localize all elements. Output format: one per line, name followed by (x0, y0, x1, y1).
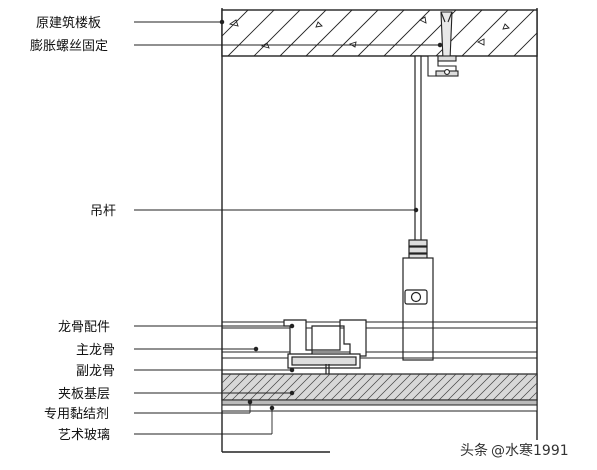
watermark-handle: @水寒1991 (491, 442, 569, 459)
hatch-line (279, 10, 327, 56)
hatch-line (339, 374, 367, 400)
hatch-line (438, 374, 466, 400)
hatch-line (402, 374, 430, 400)
hatch-line (540, 10, 586, 56)
hatch-line (222, 374, 223, 375)
label-main-keel: 主龙骨 (76, 343, 115, 358)
hatch-line (357, 10, 405, 56)
hatch-line (566, 10, 597, 56)
hatch-line (465, 374, 493, 400)
hatch-line (366, 374, 394, 400)
hatch-line (330, 374, 358, 400)
hatch-line (222, 374, 250, 400)
label-adhesive: 专用黏结剂 (44, 406, 109, 422)
hatch-line (312, 374, 340, 400)
label-rod: 吊杆 (90, 204, 116, 219)
hatch-line (294, 374, 322, 400)
hatch-line (393, 374, 421, 400)
hatch-line (305, 10, 353, 56)
hatch-line (519, 382, 537, 400)
labels: 原建筑楼板 膨胀螺丝固定 吊杆 龙骨配件 主龙骨 副龙骨 夹板基层 专用黏结剂 … (30, 15, 116, 443)
hatch-line (556, 374, 582, 400)
hatch-line (249, 374, 277, 400)
hatch-line (348, 374, 376, 400)
hatch-line (285, 374, 313, 400)
sub-keel (287, 353, 361, 402)
label-glass: 艺术玻璃 (58, 428, 110, 443)
watermark-prefix: 头条 (460, 442, 488, 459)
hatch-line (303, 374, 331, 400)
hatch-line (321, 374, 349, 400)
hatch-line (461, 10, 509, 56)
hatch-line (276, 374, 304, 400)
adhesive-layer (221, 399, 538, 406)
label-bolt: 膨胀螺丝固定 (30, 39, 108, 54)
hatch-line (253, 10, 301, 56)
hatch-line (357, 374, 385, 400)
hatch-line (222, 10, 249, 37)
label-base-board: 夹板基层 (58, 387, 110, 402)
hatch-line (447, 374, 475, 400)
hatch-line (420, 374, 448, 400)
hatch-line (456, 374, 484, 400)
hatch-line (411, 374, 439, 400)
hatch-line (231, 374, 259, 400)
label-connector: 龙骨配件 (58, 320, 110, 335)
label-slab: 原建筑楼板 (36, 15, 101, 31)
hatch-line (501, 374, 529, 400)
hatch-line (222, 374, 241, 393)
hatch-line (267, 374, 295, 400)
hatch-line (258, 374, 286, 400)
hatch-line (222, 10, 223, 11)
leader-lines (134, 19, 443, 435)
hatch-line (528, 391, 537, 400)
hatch-line (227, 10, 275, 56)
plywood-base-board (221, 373, 582, 401)
hatch-line (384, 374, 412, 400)
art-glass-layer (221, 404, 538, 412)
main-keel (222, 321, 537, 359)
aggregate-marks (228, 16, 510, 49)
hatch-line (240, 374, 268, 400)
hatch-line (331, 10, 379, 56)
hatch-line (492, 374, 520, 400)
hatch-line (487, 10, 535, 56)
expansion-bolt (427, 11, 459, 77)
hatch-line (510, 374, 537, 400)
hatch-line (547, 374, 573, 400)
label-sub-keel: 副龙骨 (76, 364, 115, 379)
hatch-line (375, 374, 403, 400)
hatch-line (513, 32, 537, 56)
hatch-line (474, 374, 502, 400)
concrete-slab (221, 9, 597, 57)
hatch-line (429, 374, 457, 400)
hatch-line (383, 10, 431, 56)
hanger-rod (402, 55, 434, 361)
watermark: 头条 @水寒1991 (460, 442, 569, 459)
hatch-line (222, 374, 232, 384)
hatch-line (483, 374, 511, 400)
hatch-line (538, 374, 564, 400)
